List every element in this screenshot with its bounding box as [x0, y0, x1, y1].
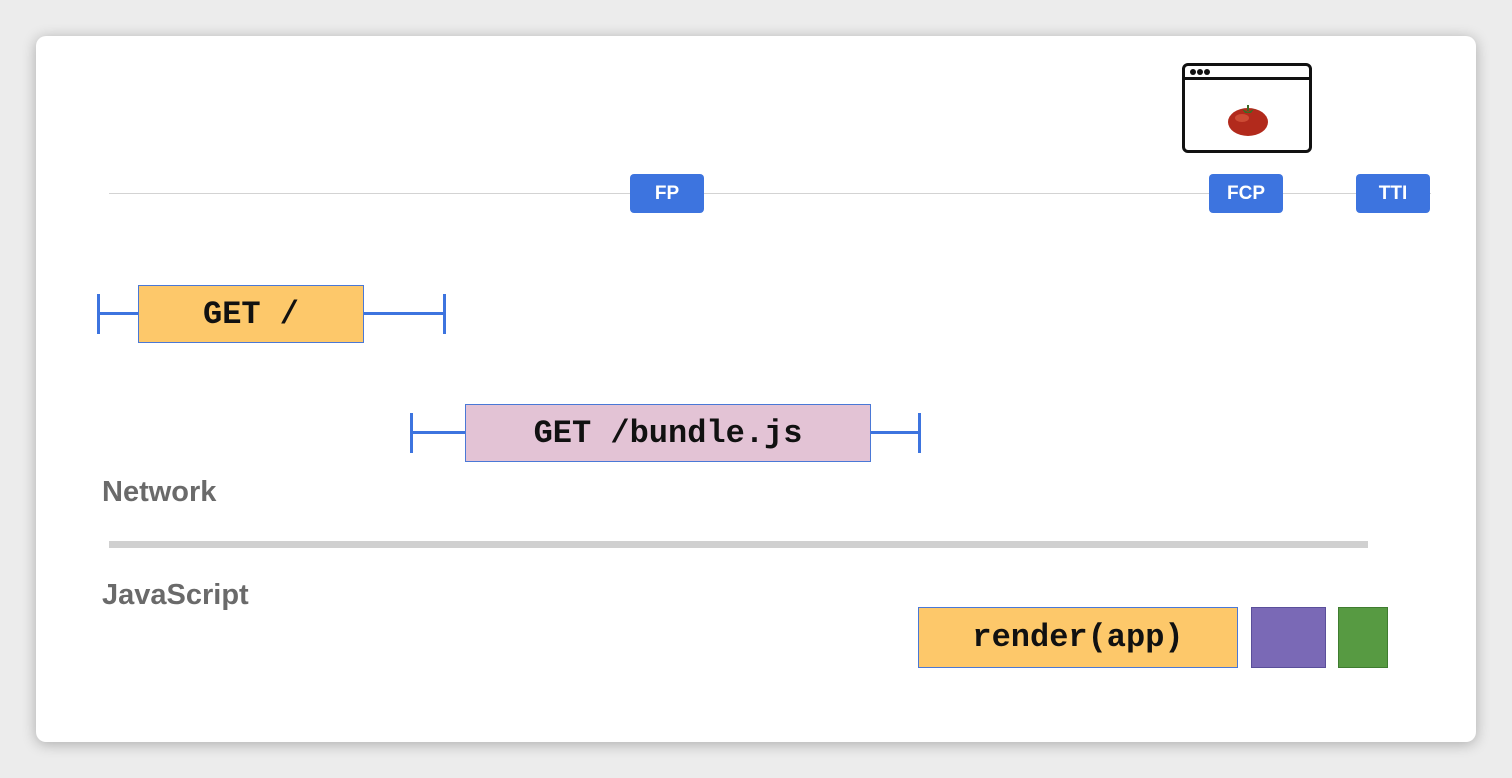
javascript-track-label: JavaScript: [102, 579, 249, 611]
fcp-marker: FCP: [1209, 174, 1283, 213]
get-root-request: GET /: [138, 285, 364, 343]
request-end-cap: [443, 294, 446, 334]
browser-titlebar: [1185, 66, 1309, 80]
browser-window-icon: [1182, 63, 1312, 153]
window-dot-icon: [1190, 69, 1196, 75]
diagram-card: FP FCP TTI GET / GET /bundle.js Network …: [36, 36, 1476, 742]
js-task-purple: [1251, 607, 1326, 668]
window-dot-icon: [1197, 69, 1203, 75]
fp-marker: FP: [630, 174, 704, 213]
js-task-green: [1338, 607, 1388, 668]
render-app-task: render(app): [918, 607, 1238, 668]
tti-marker: TTI: [1356, 174, 1430, 213]
window-dot-icon: [1204, 69, 1210, 75]
get-bundle-request: GET /bundle.js: [465, 404, 871, 462]
request-end-cap: [918, 413, 921, 453]
tomato-icon: [1228, 105, 1268, 136]
network-track-label: Network: [102, 476, 217, 508]
timeline-axis: [109, 193, 1431, 194]
track-divider: [109, 541, 1368, 548]
